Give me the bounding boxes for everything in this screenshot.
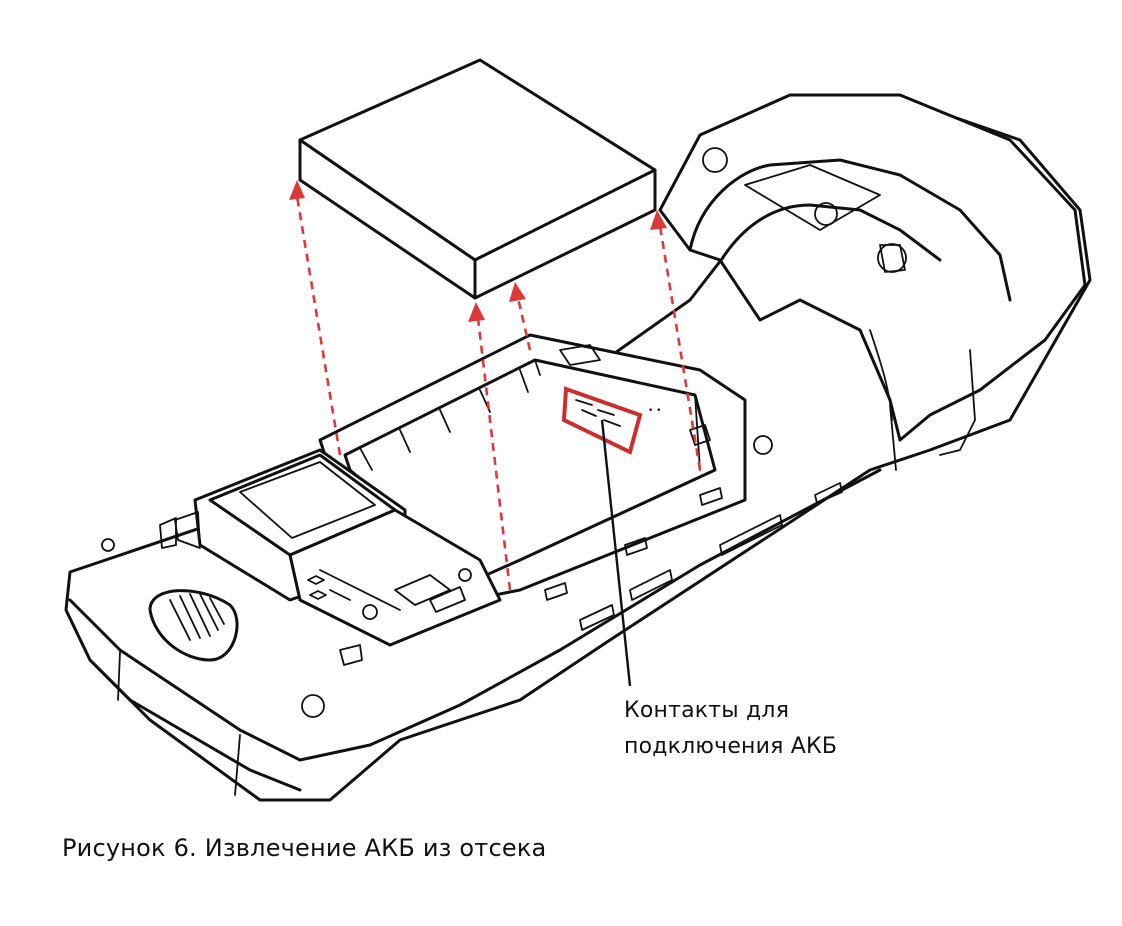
callout-label-line1: Контакты для <box>624 698 790 723</box>
battery-pack <box>298 58 657 300</box>
sim-card-module <box>159 448 502 666</box>
figure-caption: Рисунок 6. Извлечение АКБ из отсека <box>62 834 547 862</box>
removal-arrows <box>289 180 702 591</box>
side-buttons <box>579 435 843 631</box>
callout-leader <box>600 419 632 687</box>
callout-label-line2: подключения АКБ <box>624 734 838 759</box>
battery-contacts <box>561 386 643 455</box>
speaker-grille <box>101 538 325 718</box>
printer-hump <box>658 93 1087 471</box>
svg-text:• •: • • <box>648 406 661 416</box>
